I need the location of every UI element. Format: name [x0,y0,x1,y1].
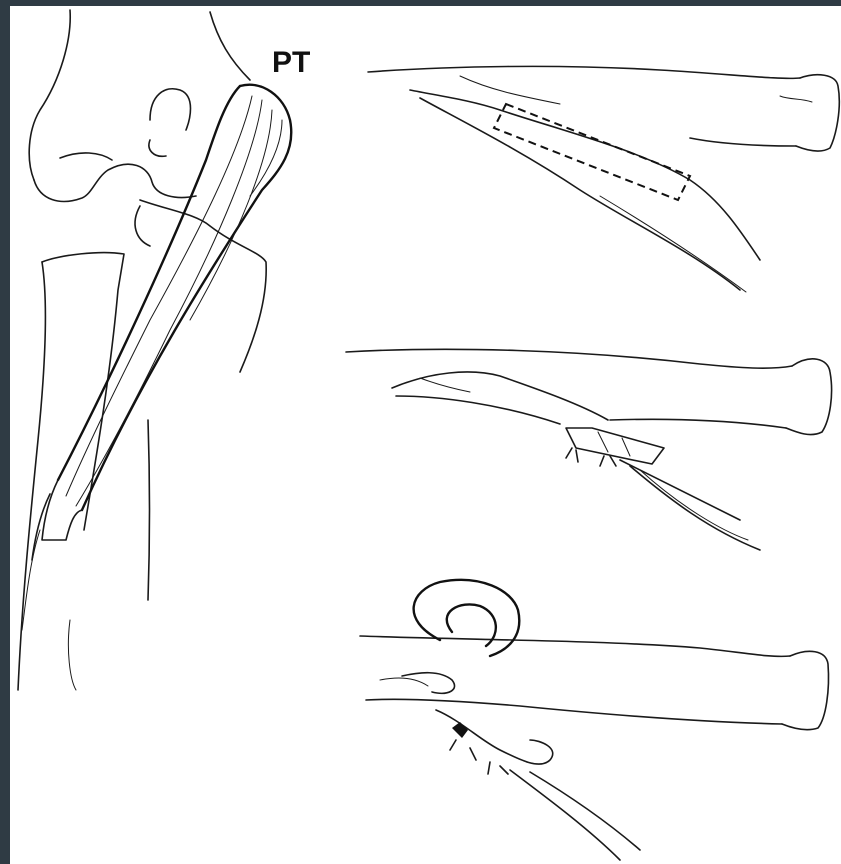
drawing-background [10,6,841,864]
pt-label: PT [272,46,310,79]
